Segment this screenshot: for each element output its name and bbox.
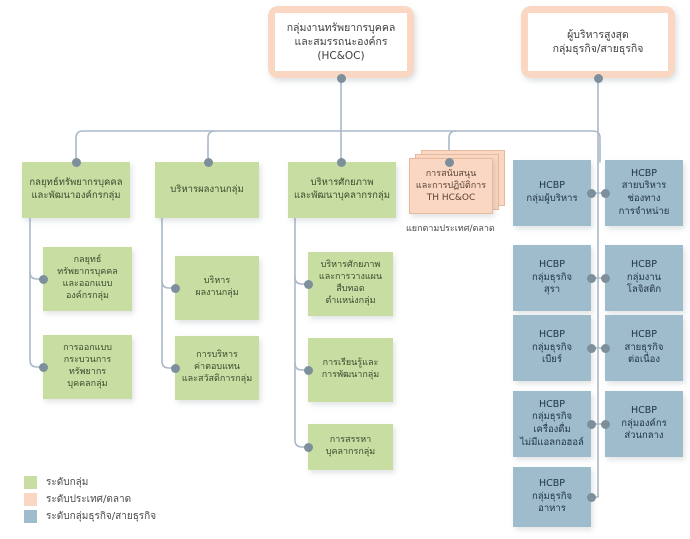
legend-label: ระดับกลุ่ม: [46, 477, 89, 488]
connector-dot: [587, 344, 596, 353]
root-card-hcoc-label: กลุ่มงานทรัพยากรบุคคล และสมรรถนะองค์กร (…: [275, 13, 407, 71]
column-child-node[interactable]: บริหาร ผลงานกลุ่ม: [175, 256, 259, 320]
legend-label: ระดับกลุ่มธุรกิจ/สายธุรกิจ: [46, 511, 157, 522]
connector-dot: [171, 364, 180, 373]
connector-dot: [337, 158, 346, 167]
connector-dot: [204, 158, 213, 167]
column-head-performance[interactable]: บริหารผลงานกลุ่ม: [155, 162, 259, 218]
hcbp-node[interactable]: HCBP กลุ่มงาน โลจิสติก: [605, 245, 683, 311]
connector-dot: [304, 280, 313, 289]
connector-dot: [39, 275, 48, 284]
column-child-node[interactable]: การเรียนรู้และ การพัฒนากลุ่ม: [308, 338, 393, 402]
hcbp-node[interactable]: HCBP กลุ่มธุรกิจ สุรา: [513, 245, 591, 311]
connector-dot: [587, 420, 596, 429]
column-child-node[interactable]: การบริหาร ค่าตอบแทน และสวัสดิการกลุ่ม: [175, 336, 259, 400]
connector-dot: [337, 74, 346, 83]
connector-dot: [39, 363, 48, 372]
hcbp-node[interactable]: HCBP กลุ่มธุรกิจ อาหาร: [513, 467, 591, 527]
hcbp-node[interactable]: HCBP กลุ่มธุรกิจ เครื่องดื่ม ไม่มีแอลกอฮ…: [513, 391, 591, 457]
connector-dot: [587, 274, 596, 283]
connector-dot: [587, 189, 596, 198]
legend-item-business-group: ระดับกลุ่มธุรกิจ/สายธุรกิจ: [24, 508, 156, 525]
connector-dot: [601, 274, 610, 283]
support-ops-card[interactable]: การสนับสนุน และการปฏิบัติการ TH HC&OC: [409, 158, 493, 214]
legend-label: ระดับประเทศ/ตลาด: [46, 494, 132, 505]
connector-dot: [587, 493, 596, 502]
connector-dot: [72, 158, 81, 167]
column-head-hr-strategy[interactable]: กลยุทธ์ทรัพยากรบุคคล และพัฒนาองค์กรกลุ่ม: [22, 162, 130, 218]
legend: ระดับกลุ่ม ระดับประเทศ/ตลาด ระดับกลุ่มธุ…: [24, 474, 156, 525]
legend-item-country-market: ระดับประเทศ/ตลาด: [24, 491, 156, 508]
root-card-exec[interactable]: ผู้บริหารสูงสุด กลุ่มธุรกิจ/สายธุรกิจ: [521, 6, 675, 78]
hcbp-node[interactable]: HCBP สายบริหาร ช่องทาง การจำหน่าย: [605, 160, 683, 226]
legend-item-group: ระดับกลุ่ม: [24, 474, 156, 491]
column-child-node[interactable]: กลยุทธ์ ทรัพยากรบุคคล และออกแบบ องค์กรกล…: [43, 247, 132, 311]
column-child-node[interactable]: การออกแบบ กระบวนการ ทรัพยากร บุคคลกลุ่ม: [43, 335, 132, 399]
support-ops-stack[interactable]: การสนับสนุน และการปฏิบัติการ TH HC&OC: [409, 150, 505, 220]
connector-dot: [594, 74, 603, 83]
connector-dot: [601, 189, 610, 198]
legend-swatch-blue: [24, 510, 37, 523]
legend-swatch-peach: [24, 493, 37, 506]
legend-swatch-green: [24, 476, 37, 489]
support-ops-caption: แยกตามประเทศ/ตลาด: [406, 224, 495, 234]
root-card-hcoc[interactable]: กลุ่มงานทรัพยากรบุคคล และสมรรถนะองค์กร (…: [268, 6, 414, 78]
connector-dot: [445, 158, 454, 167]
hcbp-node[interactable]: HCBP กลุ่มผู้บริหาร: [513, 160, 591, 226]
column-child-node[interactable]: บริหารศักยภาพ และการวางแผน สืบทอด ตำแหน่…: [308, 252, 393, 316]
root-card-exec-label: ผู้บริหารสูงสุด กลุ่มธุรกิจ/สายธุรกิจ: [528, 13, 668, 71]
hcbp-node[interactable]: HCBP สายธุรกิจ ต่อเนื่อง: [605, 315, 683, 381]
connector-dot: [601, 344, 610, 353]
column-child-node[interactable]: การสรรหา บุคลากรกลุ่ม: [308, 424, 393, 470]
connector-dot: [601, 420, 610, 429]
column-head-talent[interactable]: บริหารศักยภาพ และพัฒนาบุคลากรกลุ่ม: [288, 162, 396, 218]
connector-dot: [171, 284, 180, 293]
connector-dot: [304, 443, 313, 452]
hcbp-node[interactable]: HCBP กลุ่มองค์กร ส่วนกลาง: [605, 391, 683, 457]
connector-dot: [304, 366, 313, 375]
hcbp-node[interactable]: HCBP กลุ่มธุรกิจ เบียร์: [513, 315, 591, 381]
